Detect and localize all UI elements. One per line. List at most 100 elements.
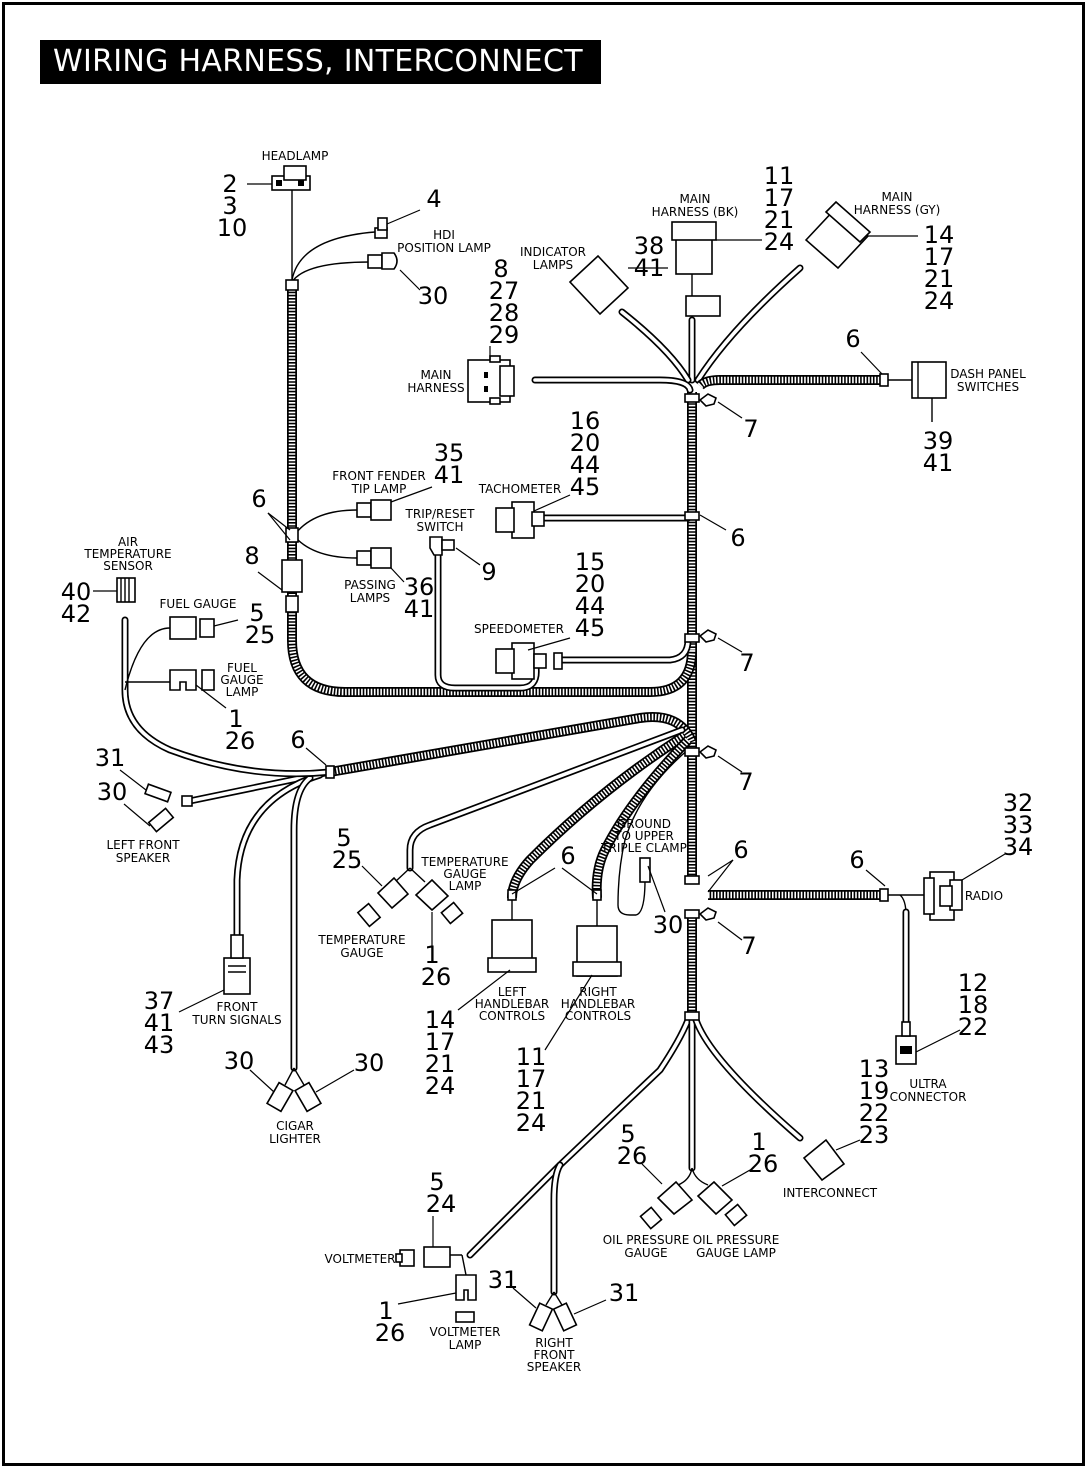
callout-cigar-a: 30	[224, 1047, 255, 1075]
indicator-lamps-connector	[568, 254, 630, 316]
callout-dash-switch-clip: 6	[845, 325, 860, 353]
left-front-speaker-connectors	[143, 783, 193, 833]
hdi-clip	[374, 217, 388, 239]
callout-speaker-right-b: 31	[609, 1279, 640, 1307]
voltmeter-connectors	[395, 1246, 451, 1268]
label-voltmeter: VOLTMETER	[325, 1252, 396, 1266]
callout-trunk-clip-upper: 7	[743, 415, 758, 443]
callout-hdi-clip: 4	[426, 185, 441, 213]
oil-pressure-gauge-connector	[639, 1180, 694, 1230]
leader-lines	[93, 183, 1006, 1315]
callout-speaker-left-a: 31	[95, 744, 126, 772]
main-harness-bk-connector	[671, 221, 721, 317]
harness-wiring	[121, 190, 930, 1306]
dash-panel-switches-connector	[911, 361, 947, 422]
temperature-gauge-connector	[356, 876, 410, 928]
trunk-clips	[281, 279, 889, 1021]
callout-cigar-b: 30	[354, 1049, 385, 1077]
oil-pressure-gauge-lamp-connector	[696, 1180, 748, 1227]
label-interconnect: INTERCONNECT	[783, 1186, 878, 1200]
voltmeter-lamp-connectors	[455, 1274, 477, 1323]
label-speedometer: SPEEDOMETER	[474, 622, 564, 636]
callout-handlebar-clips: 6	[560, 842, 575, 870]
air-temperature-sensor	[116, 577, 136, 603]
front-fender-tip-lamp-connector	[356, 499, 392, 521]
tachometer-connector	[495, 501, 545, 539]
fuel-gauge-lamp-connector	[169, 669, 215, 691]
callout-speaker-left-b: 30	[97, 778, 128, 806]
ultra-connector	[895, 1021, 917, 1065]
fuel-gauge-connector	[169, 616, 215, 640]
hdi-position-lamp-connector	[367, 252, 398, 270]
callout-speaker-right-a: 31	[488, 1266, 519, 1294]
cigar-lighter-connectors	[265, 1081, 323, 1113]
left-handlebar-controls-connector	[487, 919, 537, 973]
passing-lamps-connector	[356, 547, 392, 569]
label-fuel-gauge: FUEL GAUGE	[160, 597, 237, 611]
trip-reset-switch	[429, 536, 455, 556]
ground-terminal	[639, 857, 651, 883]
callout-trip-switch: 9	[481, 558, 496, 586]
main-harness-gy-connector	[804, 200, 872, 270]
callout-radio-clip: 6	[849, 846, 864, 874]
callout-hdi-lamp: 30	[418, 282, 449, 310]
temperature-gauge-lamp-connector	[414, 878, 464, 925]
label-radio: RADIO	[965, 889, 1003, 903]
speedometer-connector	[495, 642, 563, 680]
right-front-speaker-connectors	[528, 1302, 578, 1332]
main-harness-connector	[467, 355, 515, 405]
callout-tie-left: 8	[244, 542, 259, 570]
front-turn-signals-connector	[223, 934, 251, 995]
callout-trunk-clip-tach: 6	[730, 524, 745, 552]
interconnect-connector	[802, 1138, 846, 1182]
callout-trunk-clip-speedo: 7	[739, 649, 754, 677]
callout-left-clips: 6	[251, 485, 266, 513]
label-headlamp: HEADLAMP	[262, 149, 329, 163]
callout-trunk-clip-mid: 7	[738, 768, 753, 796]
